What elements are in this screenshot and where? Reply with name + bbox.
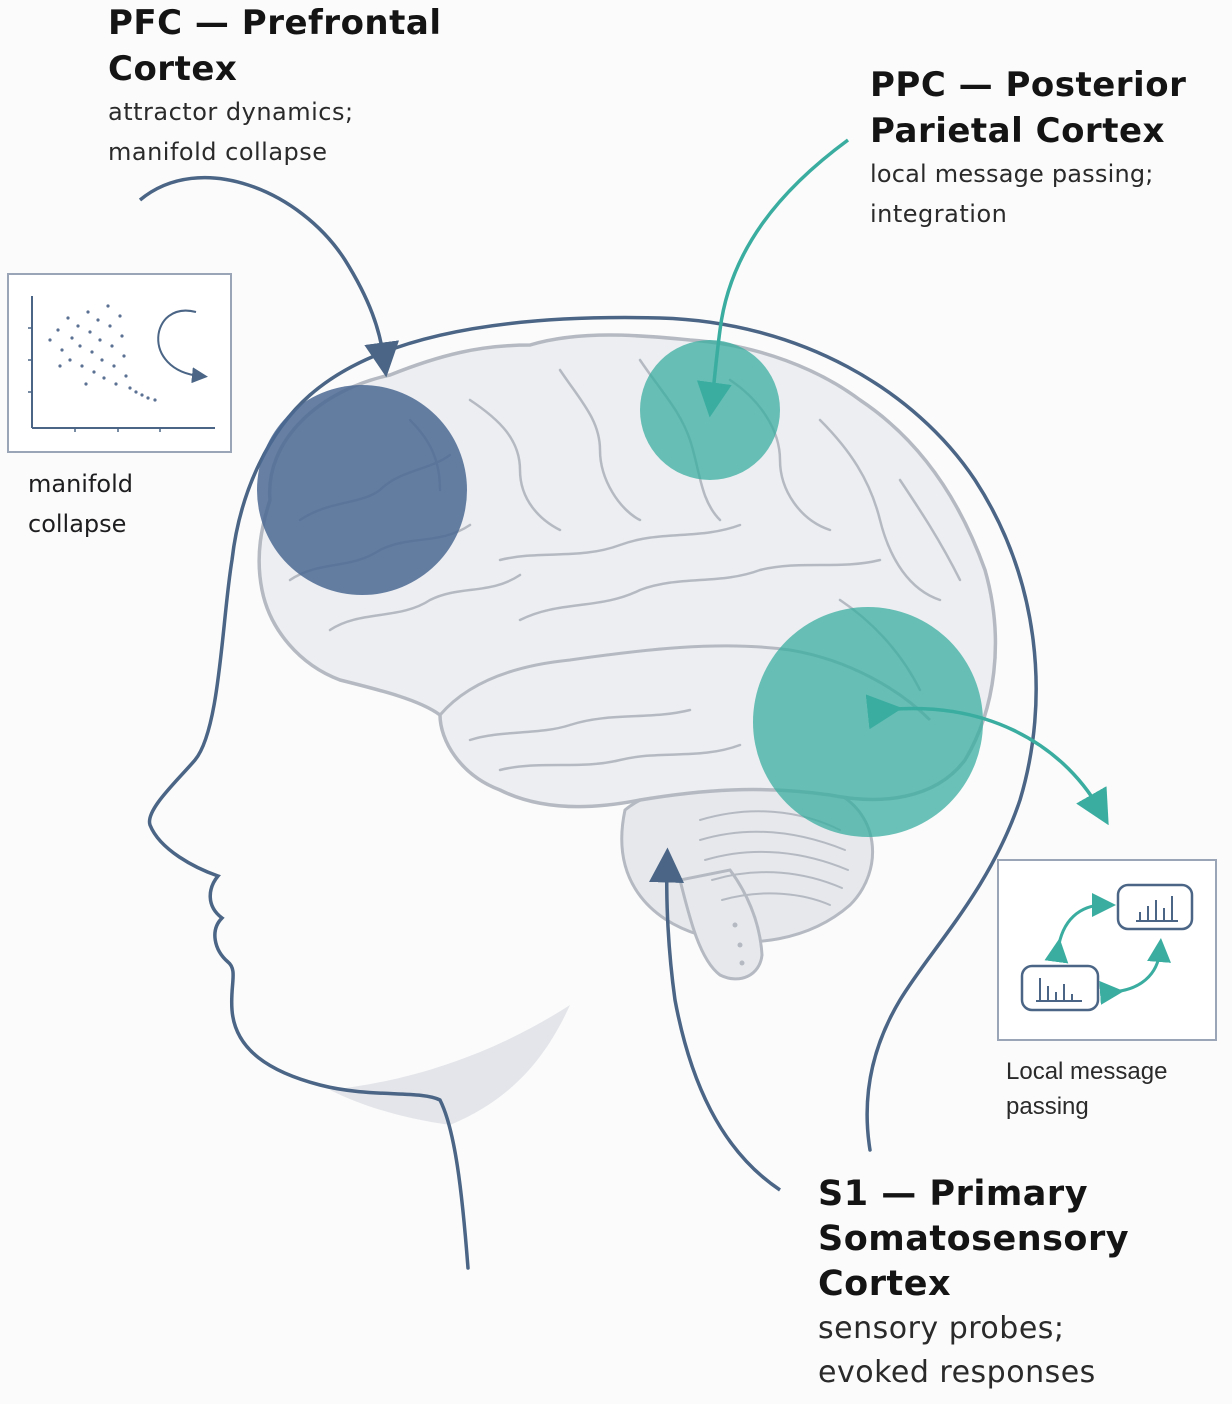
pfc-region-highlight xyxy=(257,385,467,595)
pfc-label: PFC — Prefrontal Cortex attractor dynami… xyxy=(108,0,442,172)
message-passing-caption: Local message passing xyxy=(1006,1054,1167,1124)
s1-desc-line1: sensory probes; xyxy=(818,1307,1129,1351)
manifold-caption-line1: manifold xyxy=(28,464,133,504)
manifold-collapse-inset xyxy=(8,274,231,452)
s1-region-highlight xyxy=(753,607,983,837)
ppc-desc-line1: local message passing; xyxy=(870,154,1186,194)
ppc-label: PPC — Posterior Parietal Cortex local me… xyxy=(870,62,1186,234)
s1-title-line3: Cortex xyxy=(818,1262,1129,1307)
message-caption-line1: Local message xyxy=(1006,1054,1167,1089)
ppc-title-line1: PPC — Posterior xyxy=(870,62,1186,108)
manifold-caption-line2: collapse xyxy=(28,504,133,544)
manifold-caption: manifold collapse xyxy=(28,464,133,544)
s1-label: S1 — Primary Somatosensory Cortex sensor… xyxy=(818,1172,1129,1395)
pfc-title-line1: PFC — Prefrontal xyxy=(108,0,442,46)
pfc-desc-line1: attractor dynamics; xyxy=(108,92,442,132)
ppc-title-line2: Parietal Cortex xyxy=(870,108,1186,154)
ppc-desc-line2: integration xyxy=(870,194,1186,234)
message-passing-inset xyxy=(998,860,1216,1040)
s1-desc-line2: evoked responses xyxy=(818,1351,1129,1395)
pfc-title-line2: Cortex xyxy=(108,46,442,92)
neck-shadow xyxy=(330,1005,570,1125)
message-caption-line2: passing xyxy=(1006,1089,1167,1124)
node-bottom-icon xyxy=(1022,966,1098,1010)
s1-title-line2: Somatosensory xyxy=(818,1217,1129,1262)
s1-title-line1: S1 — Primary xyxy=(818,1172,1129,1217)
ppc-region-highlight xyxy=(640,340,780,480)
pfc-desc-line2: manifold collapse xyxy=(108,132,442,172)
